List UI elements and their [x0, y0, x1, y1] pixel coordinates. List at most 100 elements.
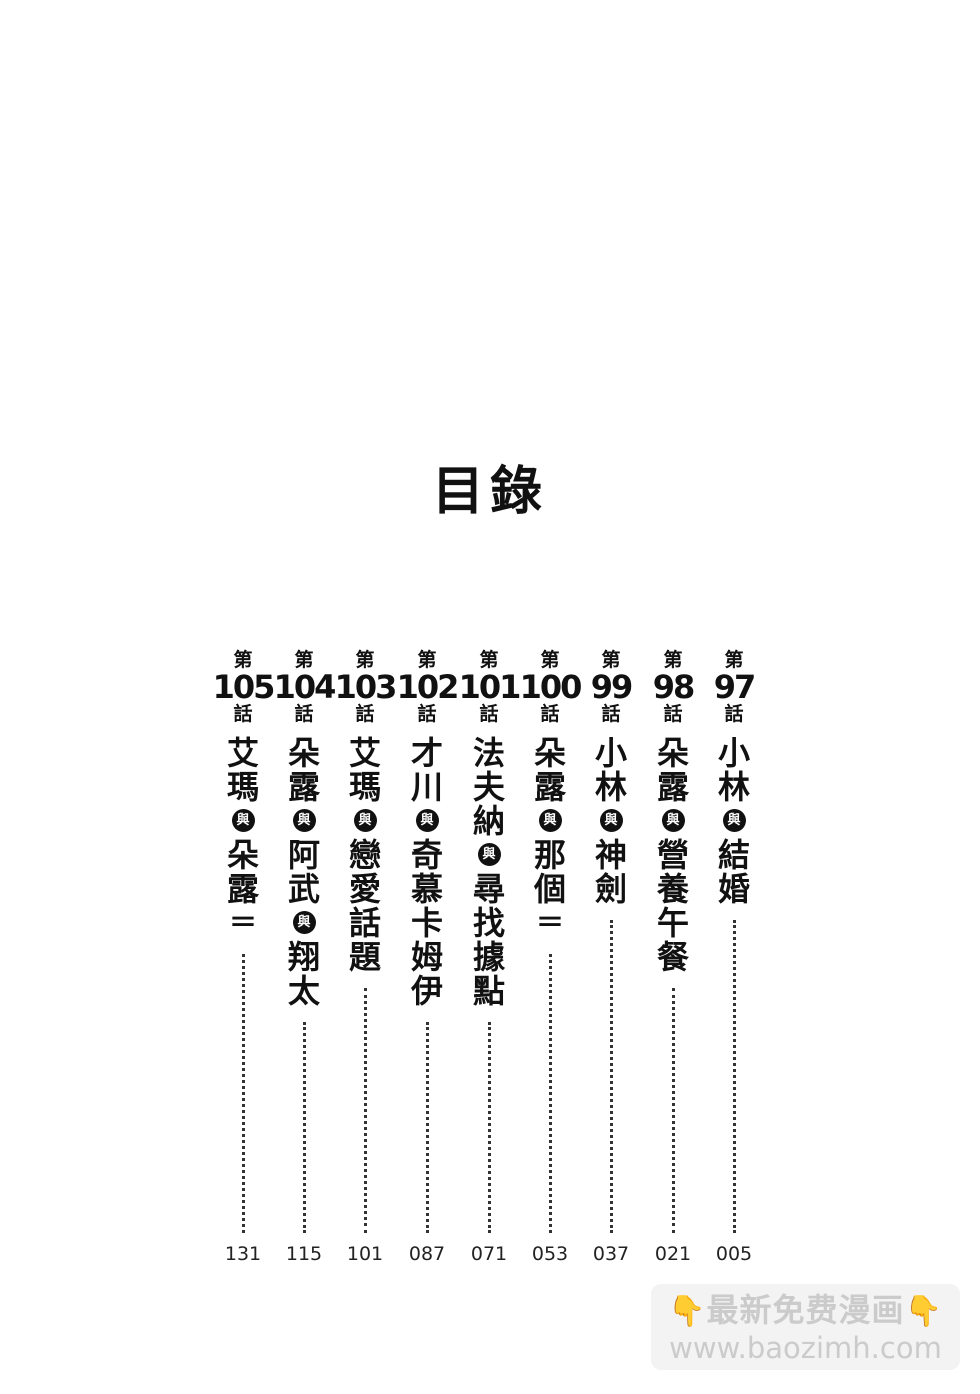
- page-number: 037: [592, 1243, 630, 1265]
- chapter-number: 104: [273, 668, 337, 706]
- title-glyph: 太: [287, 972, 320, 1010]
- watermark-url: www.baozimh.com: [669, 1331, 942, 1365]
- title-glyph: 法: [472, 734, 505, 772]
- chapter-suffix: 話: [540, 703, 560, 725]
- chapter-title: 朵露與阿武與翔太: [286, 736, 322, 1008]
- title-glyph: 瑪: [348, 768, 381, 806]
- page-number: 101: [346, 1243, 384, 1265]
- title-glyph: 奇: [410, 836, 443, 874]
- title-glyph: 艾: [348, 734, 381, 772]
- title-glyph: 露: [287, 768, 320, 806]
- title-glyph: 點: [472, 972, 505, 1010]
- pointing-down-hand-icon: 👇: [904, 1294, 943, 1329]
- chapter-prefix: 第: [417, 649, 437, 671]
- chapter-number: 97: [713, 668, 757, 706]
- title-glyph: 朵: [656, 734, 689, 772]
- page-number: 115: [285, 1243, 323, 1265]
- title-glyph: 夫: [472, 768, 505, 806]
- dotted-leader: [487, 1022, 491, 1233]
- dotted-leader: [732, 920, 736, 1233]
- chapter-prefix: 第: [479, 649, 499, 671]
- connector-badge: 與: [353, 809, 377, 832]
- title-glyph: 林: [717, 768, 750, 806]
- title-glyph: 養: [656, 870, 689, 908]
- watermark-slogan: 最新免费漫画: [706, 1291, 905, 1329]
- chapter-suffix: 話: [601, 703, 621, 725]
- title-glyph: 瑪: [226, 768, 259, 806]
- chapter-suffix: 話: [233, 703, 253, 725]
- title-glyph: 餐: [656, 938, 689, 976]
- title-glyph: 阿: [287, 836, 320, 874]
- title-glyph: 納: [472, 802, 505, 840]
- title-glyph: 伊: [410, 972, 443, 1010]
- connector-badge: 與: [599, 809, 623, 832]
- title-glyph: 話: [348, 904, 381, 942]
- chapter-suffix: 話: [479, 703, 499, 725]
- title-glyph: 朵: [533, 734, 566, 772]
- chapter-prefix: 第: [294, 649, 314, 671]
- chapter-number: 100: [519, 668, 583, 706]
- chapter-suffix: 話: [663, 703, 683, 725]
- title-glyph: 那: [533, 836, 566, 874]
- connector-badge: 與: [292, 911, 316, 934]
- title-glyph: 題: [348, 938, 381, 976]
- dotted-leader: [548, 954, 552, 1233]
- title-glyph: 露: [656, 768, 689, 806]
- title-glyph: 個: [533, 870, 566, 908]
- title-glyph: 露: [533, 768, 566, 806]
- dotted-leader: [302, 1022, 306, 1233]
- dotted-leader: [241, 954, 245, 1233]
- chapter-number: 102: [396, 668, 460, 706]
- chapter-title: 小林與結婚: [716, 736, 752, 906]
- page-number: 005: [715, 1243, 753, 1265]
- connector-badge: 與: [231, 809, 255, 832]
- chapter-prefix: 第: [601, 649, 621, 671]
- connector-badge: 與: [292, 809, 316, 832]
- chapter-prefix: 第: [233, 649, 253, 671]
- title-glyph: 慕: [410, 870, 443, 908]
- chapter-title: 朵露與那個＝: [532, 736, 568, 940]
- title-glyph: 愛: [348, 870, 381, 908]
- connector-badge: 與: [477, 843, 501, 866]
- chapter-suffix: 話: [724, 703, 744, 725]
- title-glyph: 小: [594, 734, 627, 772]
- title-glyph: 劍: [594, 870, 627, 908]
- chapter-number: 99: [590, 668, 634, 706]
- dotted-leader: [609, 920, 613, 1233]
- chapter-title: 朵露與營養午餐: [655, 736, 691, 974]
- chapter-number: 103: [334, 668, 398, 706]
- title-glyph: 結: [717, 836, 750, 874]
- pointing-down-hand-icon: 👇: [668, 1294, 707, 1329]
- connector-badge: 與: [415, 809, 439, 832]
- title-glyph: 川: [410, 768, 443, 806]
- dotted-leader: [671, 988, 675, 1233]
- title-glyph: 神: [594, 836, 627, 874]
- page-number: 087: [408, 1243, 446, 1265]
- title-glyph: 武: [287, 870, 320, 908]
- chapter-suffix: 話: [355, 703, 375, 725]
- page-number: 131: [224, 1243, 262, 1265]
- chapter-suffix: 話: [417, 703, 437, 725]
- title-glyph: 翔: [287, 938, 320, 976]
- title-glyph: 婚: [717, 870, 750, 908]
- chapter-number: 98: [652, 668, 696, 706]
- chapter-number: 105: [212, 668, 276, 706]
- connector-badge: 與: [661, 809, 685, 832]
- dotted-leader: [425, 1022, 429, 1233]
- watermark: 👇最新免费漫画👇 www.baozimh.com: [651, 1284, 960, 1370]
- chapter-title: 小林與神劍: [593, 736, 629, 906]
- title-glyph: 露: [226, 870, 259, 908]
- page-number: 071: [470, 1243, 508, 1265]
- title-glyph: 午: [656, 904, 689, 942]
- title-glyph: 朵: [226, 836, 259, 874]
- title-glyph: 戀: [348, 836, 381, 874]
- chapter-title: 法夫納與尋找據點: [471, 736, 507, 1008]
